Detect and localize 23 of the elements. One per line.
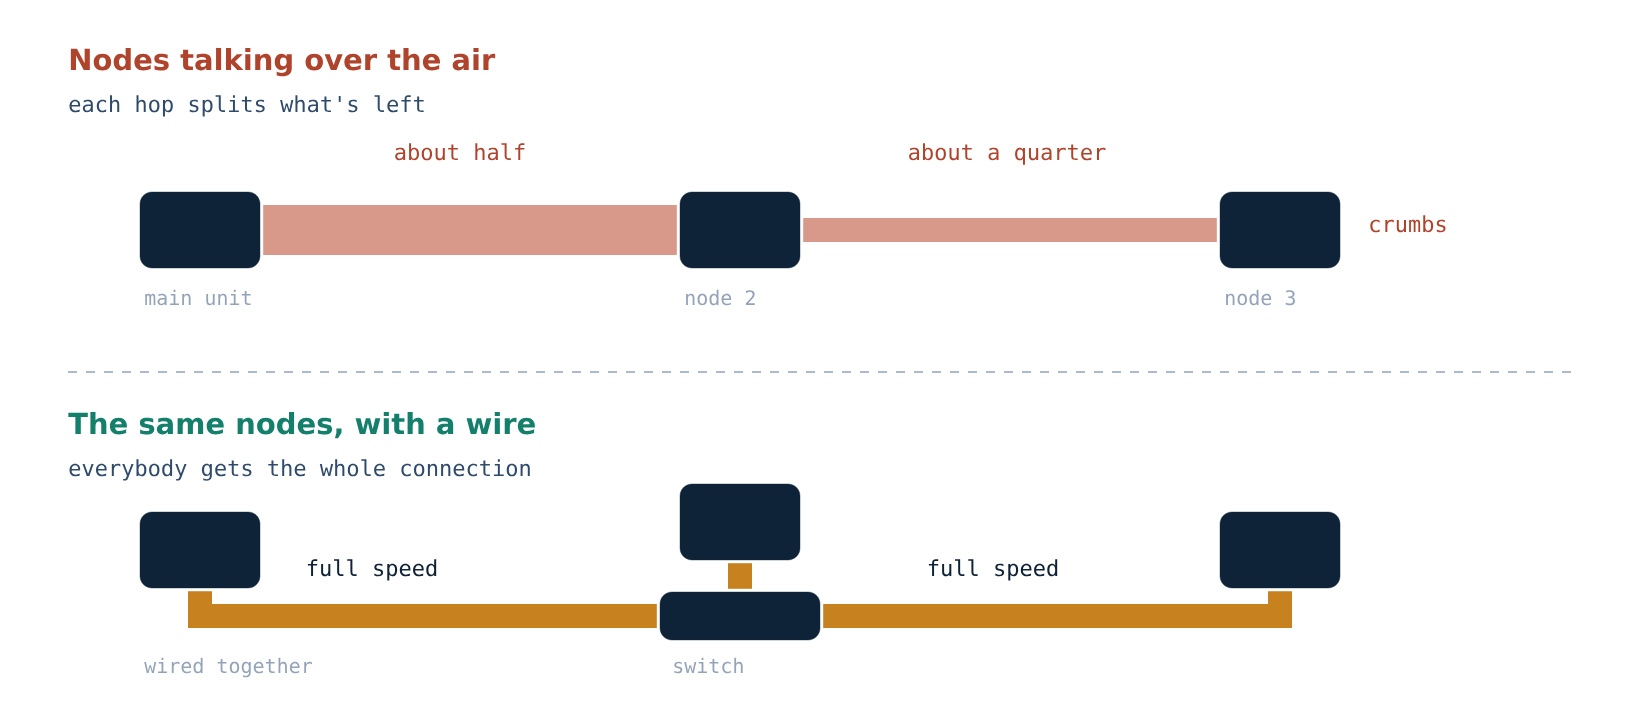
edge-label: full speed [924,557,1062,583]
wire [728,563,752,589]
signal-bar [263,205,677,255]
device-box [1219,511,1341,589]
device-box [139,191,261,269]
edge-label: about half [391,141,529,163]
caption: wired together [144,657,312,678]
device-box [1219,191,1341,269]
edge-label: about a quarter [905,141,1109,167]
wire [823,591,1292,628]
device-caption: node 3 [1226,289,1295,306]
device-caption: switch [674,657,743,674]
subheading: each hop splits what's left [69,95,424,117]
wire [188,591,657,628]
device-caption: main unit [145,289,251,306]
switch-box [659,591,821,641]
device-box [679,191,801,269]
signal-bar [803,218,1217,242]
device-box [139,511,261,589]
edge-label: full speed [303,557,441,583]
device-caption: node 2 [686,289,755,306]
device-box [679,483,801,561]
heading: The same nodes, with a wire [68,411,535,439]
